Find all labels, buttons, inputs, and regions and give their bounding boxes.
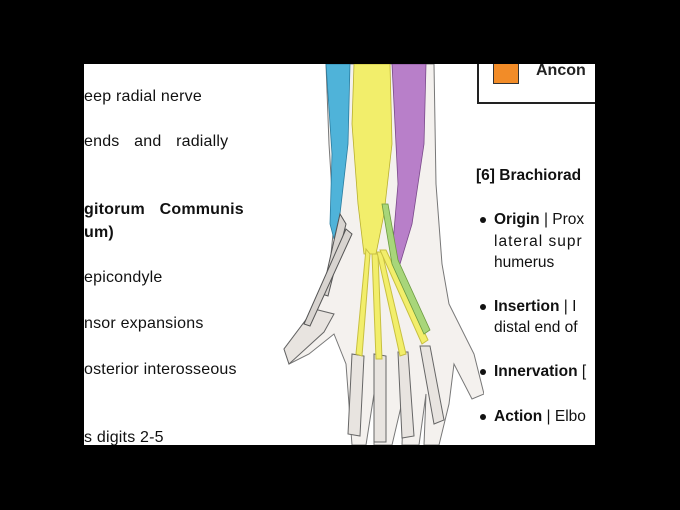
muscle-green <box>381 203 431 335</box>
text-line: ends and radially <box>84 133 229 150</box>
finger-bones <box>347 345 445 443</box>
origin-label: Origin <box>494 211 540 228</box>
insertion-line: Insertion | I <box>494 298 576 316</box>
forearm-hand-illustration <box>283 64 484 445</box>
origin-line: Origin | Prox <box>494 211 584 229</box>
bullet <box>480 217 486 223</box>
bullet <box>480 414 486 420</box>
origin-line-3: humerus <box>494 254 555 271</box>
innervation-line: Innervation [ <box>494 363 586 381</box>
legend-box: Ancon <box>477 64 595 104</box>
innervation-text: [ <box>577 363 587 380</box>
legend-label: Ancon <box>536 64 586 79</box>
innervation-label: Innervation <box>494 363 578 380</box>
extensor-tendons <box>355 247 429 360</box>
bullet <box>480 304 486 310</box>
thumb <box>283 308 335 365</box>
text-line: nsor expansions <box>84 315 204 332</box>
text-line: osterior interosseous <box>84 361 237 378</box>
legend-swatch <box>493 64 519 84</box>
action-text: | Elbo <box>542 408 586 425</box>
origin-line-2: lateral supr <box>494 233 583 250</box>
muscle-title: gitorum Communis <box>84 201 244 218</box>
muscle-title-cont: um) <box>84 224 114 241</box>
insertion-line-2: distal end of <box>494 319 578 336</box>
action-line: Action | Elbo <box>494 408 586 426</box>
text-line: eep radial nerve <box>84 88 202 105</box>
insertion-label: Insertion <box>494 298 560 315</box>
action-label: Action <box>494 408 543 425</box>
origin-text: | Prox <box>539 211 585 228</box>
text-line: s digits 2-5 <box>84 429 164 445</box>
insertion-text: | I <box>559 298 577 315</box>
muscle-purple <box>391 64 427 265</box>
bullet <box>480 369 486 375</box>
section-heading: [6] Brachiorad <box>476 167 582 184</box>
slide-frame: eep radial nerve ends and radially gitor… <box>84 64 595 445</box>
text-line: epicondyle <box>84 269 163 286</box>
thumb-tendons <box>303 212 353 327</box>
